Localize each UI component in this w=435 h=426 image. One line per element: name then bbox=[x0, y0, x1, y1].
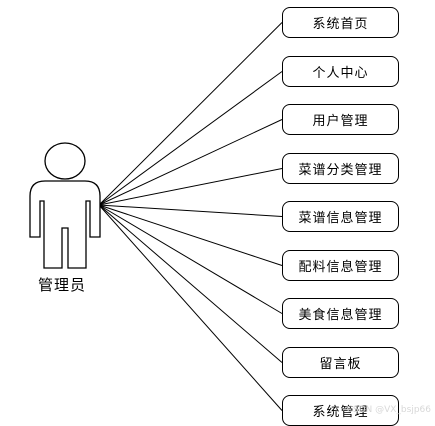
actor-label: 管理员 bbox=[37, 276, 86, 294]
association-line bbox=[98, 204, 283, 266]
use-case-recipe-info-management[interactable]: 菜谱信息管理 bbox=[282, 201, 399, 232]
association-line bbox=[98, 119, 283, 206]
association-line bbox=[98, 71, 283, 206]
association-line bbox=[98, 168, 283, 206]
actor-figure bbox=[29, 142, 101, 269]
use-case-ingredient-info-management[interactable]: 配料信息管理 bbox=[282, 250, 399, 281]
association-line bbox=[98, 204, 283, 314]
association-lines bbox=[98, 22, 283, 411]
use-case-recipe-category-management[interactable]: 菜谱分类管理 bbox=[282, 153, 399, 184]
watermark: CSDN @VX_bsjp66 bbox=[346, 405, 431, 415]
use-case-user-management[interactable]: 用户管理 bbox=[282, 104, 399, 135]
actor-body bbox=[29, 180, 101, 269]
association-line bbox=[98, 204, 283, 363]
actor-head bbox=[44, 142, 86, 180]
association-line bbox=[98, 204, 283, 411]
use-case-message-board[interactable]: 留言板 bbox=[282, 347, 399, 378]
use-case-home[interactable]: 系统首页 bbox=[282, 7, 399, 38]
association-line bbox=[98, 204, 283, 217]
use-case-personal-center[interactable]: 个人中心 bbox=[282, 56, 399, 87]
use-case-food-info-management[interactable]: 美食信息管理 bbox=[282, 298, 399, 329]
association-line bbox=[98, 22, 283, 206]
